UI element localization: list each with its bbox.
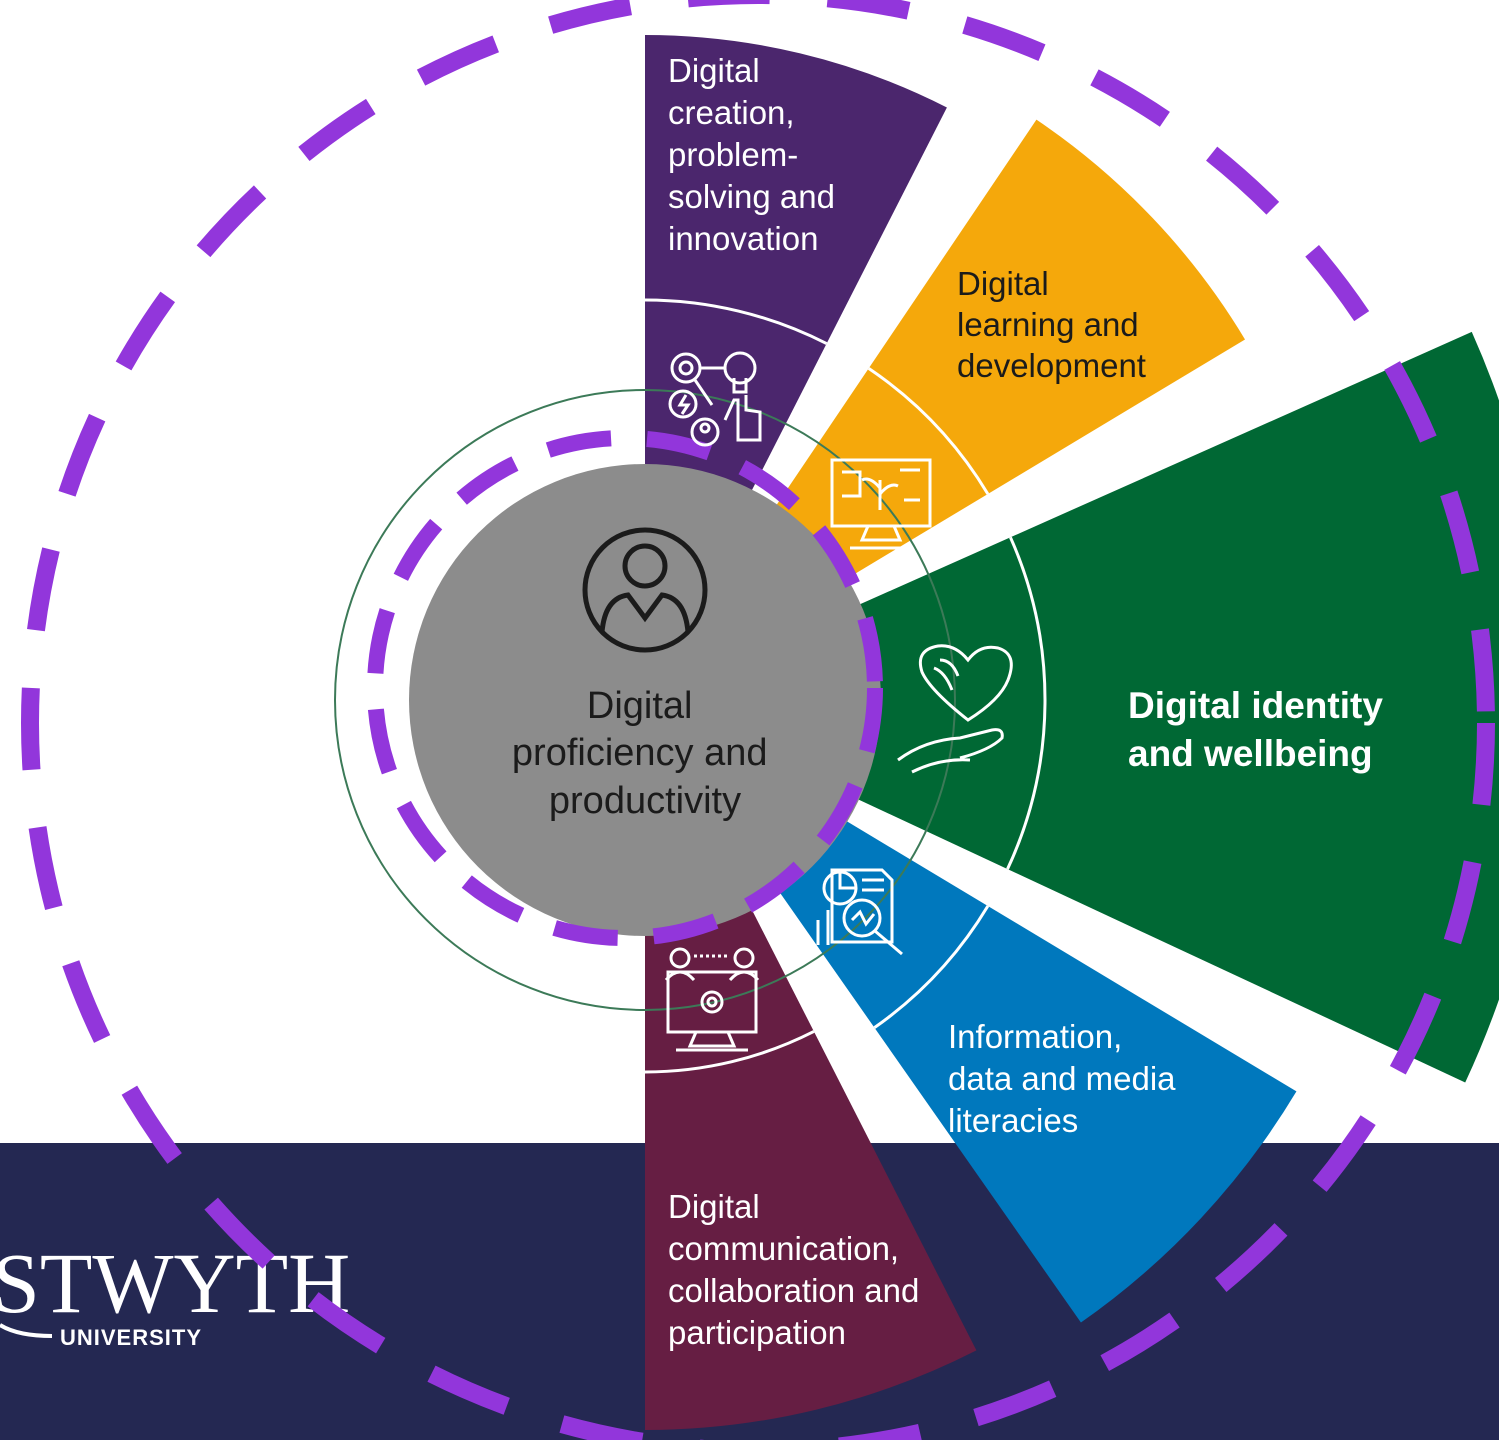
segment-divider-creation [644,298,828,345]
segment-label-line: literacies [948,1102,1078,1139]
segment-label-line: creation, [668,94,795,131]
segment-divider-learning [867,367,990,495]
logo-subline: UNIVERSITY [60,1325,202,1350]
heart-hand-icon [897,644,1013,774]
center-circle [409,464,881,936]
outer-dashed-ring [21,0,1495,1440]
logo-wordmark: STWYTH [0,1235,350,1331]
segment-label-line: communication, [668,1230,899,1267]
segment-label-line: Digital [668,52,760,89]
segment-label-communication: Digital communication, collaboration and pa… [668,1188,919,1351]
segment-label-line: participation [668,1314,846,1351]
segment-label-line: Information, [948,1018,1122,1055]
segment-label-line: collaboration and [668,1272,919,1309]
segment-label-line: Digital [957,265,1049,302]
segment-divider-information [873,905,990,1029]
inner-dashed-ring [367,430,883,946]
segment-label-line: Digital identity [1128,685,1383,726]
logo-swoosh [0,1323,53,1338]
segment-label-line: problem- [668,136,798,173]
segment-label-line: learning and [957,306,1139,343]
data-analysis-icon [816,868,903,956]
person-circle-icon [582,527,708,653]
university-logo: STWYTH UNIVERSITY [0,1235,350,1350]
segment-label-line: Digital [668,1188,760,1225]
segment-label-learning: Digital learning and development [957,265,1146,384]
creation-innovation-icon [668,351,762,447]
segment-label-line: development [957,347,1146,384]
segment-label-information: Information, data and media literacies [948,1018,1176,1139]
segment-label-line: and wellbeing [1128,733,1373,774]
center-hub: Digital proficiency and productivity [409,464,881,936]
segment-label-creation: Digital creation, problem-solving and innov… [668,52,835,257]
collaboration-monitor-icon [664,947,760,1052]
segment-divider-communication [644,1030,815,1074]
segment-divider-identity [1006,536,1047,870]
monitor-learning-icon [830,458,932,550]
inner-thin-ring [334,389,956,1011]
segment-label-identity: Digital identity and wellbeing [1128,685,1383,774]
segment-identity [645,331,1499,1083]
center-label-line: proficiency and [512,732,768,774]
segment-label-line: innovation [668,220,818,257]
center-label-line: productivity [549,780,741,822]
segment-label-line: solving and [668,178,835,215]
center-label-line: Digital [587,685,693,727]
segment-label-line: data and media [948,1060,1176,1097]
center-label: Digital proficiency and productivity [512,685,778,822]
